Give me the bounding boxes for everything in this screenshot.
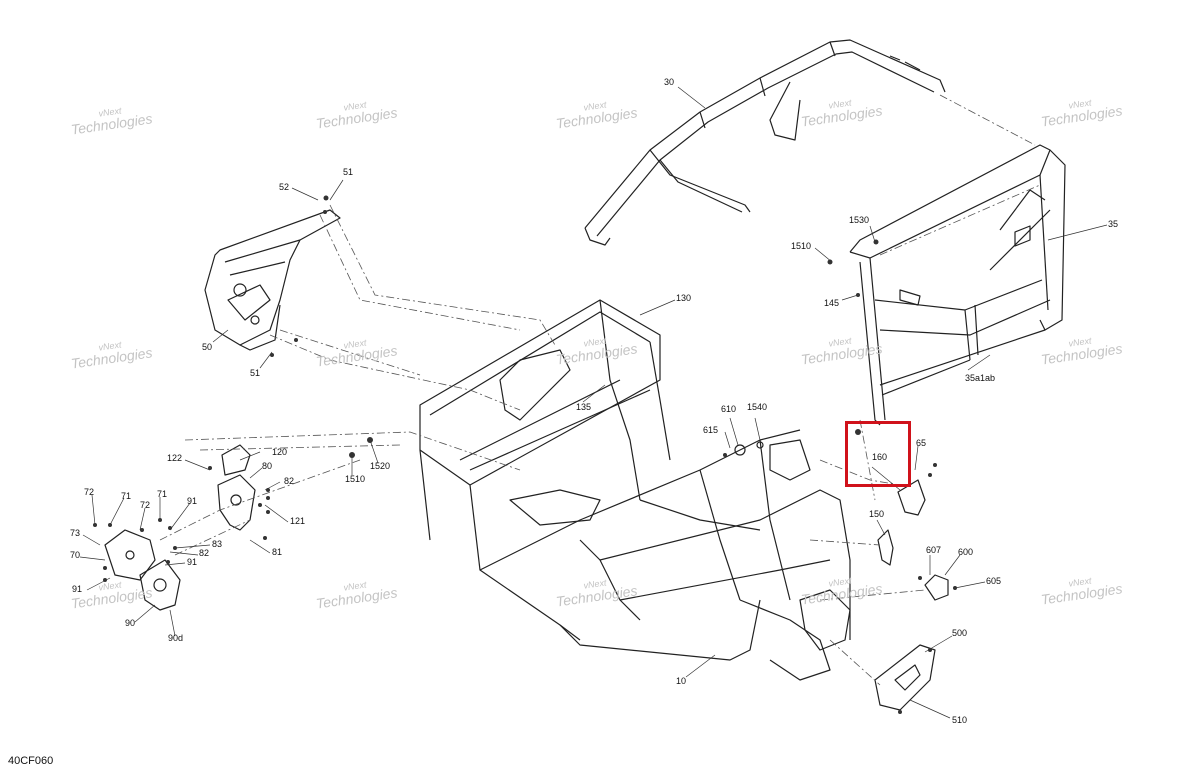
- callout-73[interactable]: 73: [70, 528, 81, 538]
- callout-1510[interactable]: 1510: [345, 474, 366, 484]
- callout-615[interactable]: 615: [703, 425, 719, 435]
- callout-91[interactable]: 91: [72, 584, 83, 594]
- callout-130[interactable]: 130: [676, 293, 692, 303]
- skid-plate-500: [874, 644, 936, 711]
- callout-83[interactable]: 83: [212, 539, 223, 549]
- callout-51[interactable]: 51: [343, 167, 354, 177]
- main-frame: [419, 299, 851, 681]
- callout-91[interactable]: 91: [187, 496, 198, 506]
- highlight-box: [845, 421, 911, 487]
- bracket-150: [877, 529, 894, 566]
- callout-120[interactable]: 120: [272, 447, 288, 457]
- callout-150[interactable]: 150: [869, 509, 885, 519]
- callout-160[interactable]: 160: [872, 452, 888, 462]
- callout-1530[interactable]: 1530: [849, 215, 870, 225]
- callout-71[interactable]: 71: [121, 491, 132, 501]
- callout-135[interactable]: 135: [576, 402, 592, 412]
- callout-82[interactable]: 82: [284, 476, 295, 486]
- callout-70[interactable]: 70: [70, 550, 81, 560]
- callout-82[interactable]: 82: [199, 548, 210, 558]
- callout-10[interactable]: 10: [676, 676, 687, 686]
- callout-90d[interactable]: 90d: [168, 633, 184, 643]
- callout-122[interactable]: 122: [167, 453, 183, 463]
- figure-code: 40CF060: [8, 755, 54, 767]
- callout-65[interactable]: 65: [916, 438, 927, 448]
- callout-605[interactable]: 605: [986, 576, 1002, 586]
- callout-81[interactable]: 81: [272, 547, 283, 557]
- callout-607[interactable]: 607: [926, 545, 942, 555]
- callout-52[interactable]: 52: [279, 182, 290, 192]
- callout-1540[interactable]: 1540: [747, 402, 768, 412]
- callout-71[interactable]: 71: [157, 489, 168, 499]
- gusset-80: [217, 444, 256, 531]
- callout-1510[interactable]: 1510: [791, 241, 812, 251]
- callout-91[interactable]: 91: [187, 557, 198, 567]
- callout-510[interactable]: 510: [952, 715, 968, 725]
- callout-610[interactable]: 610: [721, 404, 737, 414]
- front-bracket-assembly: [204, 209, 341, 351]
- callout-121[interactable]: 121: [290, 516, 306, 526]
- callout-35[interactable]: 35: [1108, 219, 1119, 229]
- callout-600[interactable]: 600: [958, 547, 974, 557]
- roll-cage-rear: [849, 144, 1066, 426]
- callout-72[interactable]: 72: [140, 500, 151, 510]
- callout-50[interactable]: 50: [202, 342, 213, 352]
- bracket-160: [897, 479, 926, 516]
- callout-51[interactable]: 51: [250, 368, 261, 378]
- callout-145[interactable]: 145: [824, 298, 840, 308]
- callout-30[interactable]: 30: [664, 77, 675, 87]
- fastener-group-610: [734, 441, 764, 456]
- callout-72[interactable]: 72: [84, 487, 95, 497]
- callout-80[interactable]: 80: [262, 461, 273, 471]
- callout-90[interactable]: 90: [125, 618, 136, 628]
- callout-500[interactable]: 500: [952, 628, 968, 638]
- callout-1520[interactable]: 1520: [370, 461, 391, 471]
- bracket-600: [924, 574, 949, 601]
- roll-cage-front: [584, 39, 946, 246]
- bracket-70-90: [104, 529, 181, 611]
- callout-35a1ab[interactable]: 35a1ab: [965, 373, 996, 383]
